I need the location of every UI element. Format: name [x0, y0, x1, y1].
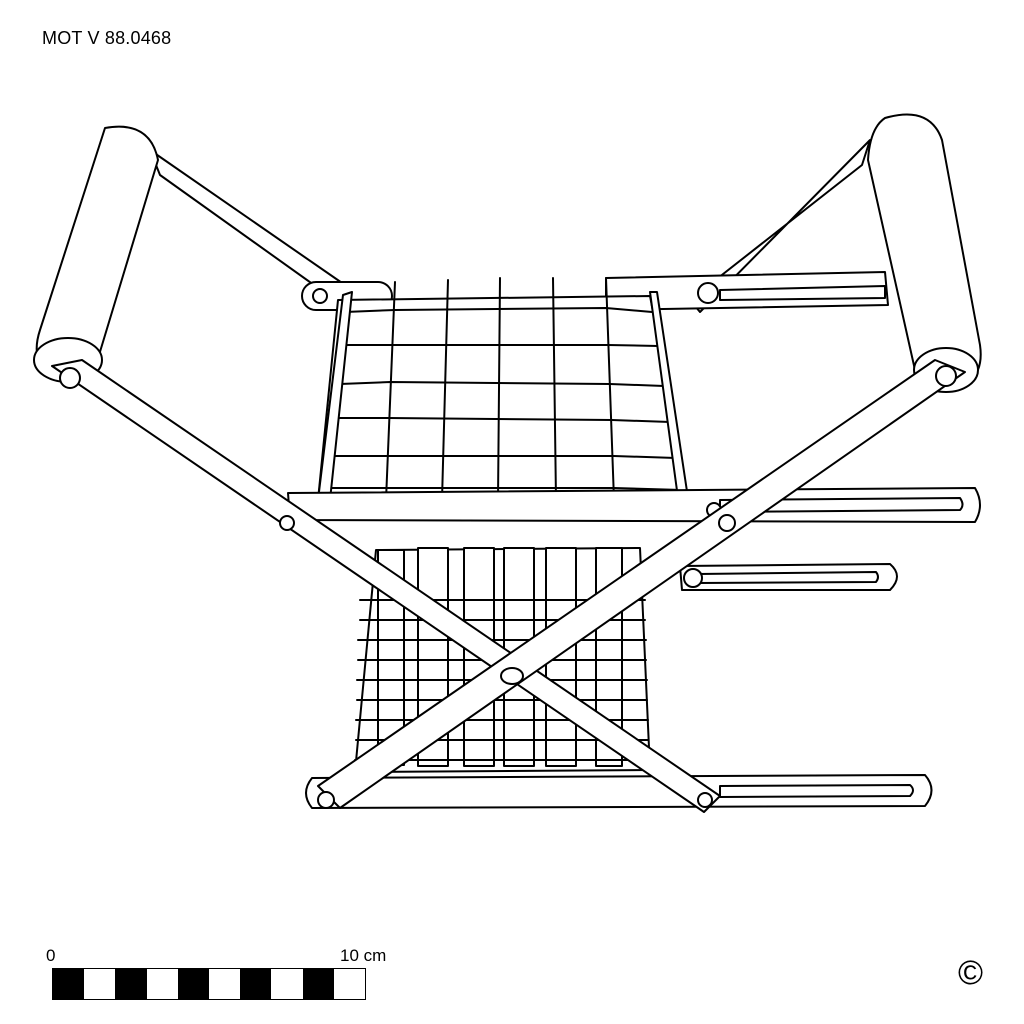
- slider-bar: [679, 563, 898, 591]
- middle-rail: [287, 487, 981, 523]
- rear-left-bar: [149, 149, 346, 301]
- front-leg-right: [317, 359, 966, 809]
- scale-end-label: 10 cm: [340, 946, 387, 965]
- upper-seat: [317, 277, 689, 501]
- top-rail-right: [605, 271, 889, 311]
- scale-segment: [146, 969, 178, 999]
- scale-segment: [333, 969, 366, 999]
- scale-segment: [115, 969, 147, 999]
- scale-segment: [240, 969, 272, 999]
- scale-bar: [52, 968, 366, 1000]
- scale-segment: [177, 969, 210, 999]
- center-pivot: [500, 667, 524, 685]
- scale-segment: [209, 969, 241, 999]
- right-handle-roll: [867, 113, 982, 393]
- scale-segment: [271, 969, 303, 999]
- front-leg-left: [51, 359, 721, 813]
- left-handle-roll: [33, 125, 159, 383]
- scale-segment: [53, 969, 85, 999]
- scale-segment: [302, 969, 334, 999]
- scale-start-label: 0: [46, 946, 56, 965]
- copyright-icon: ©: [958, 954, 984, 992]
- catalog-id: MOT V 88.0468: [42, 28, 172, 48]
- bottom-rail: [305, 774, 933, 809]
- scale-segment: [84, 969, 116, 999]
